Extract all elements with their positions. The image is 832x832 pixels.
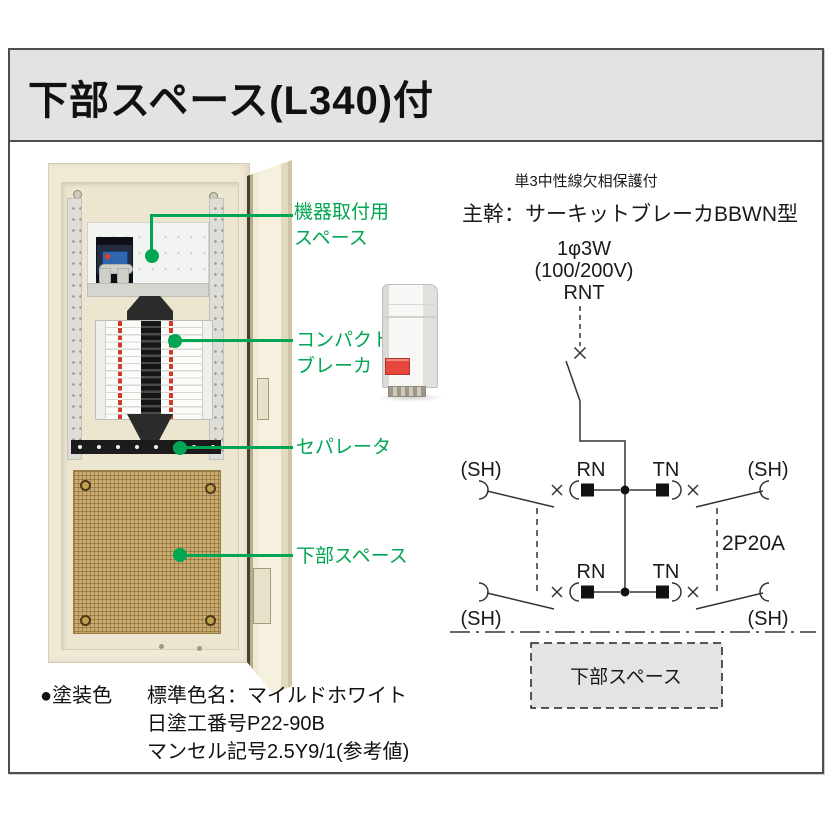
main-feed-lines (565, 306, 626, 592)
tn-terminal-square (656, 585, 669, 599)
array-side-plate (202, 321, 212, 419)
lower-space-box-label: 下部スペース (570, 666, 682, 688)
breaker-indicator (105, 254, 110, 259)
circuit-diagram: 単3中性線欠相保護付 主幹：サーキットブレーカBBWN型 1φ3W (100/2… (450, 173, 816, 709)
leader-dot (168, 334, 182, 348)
rn-terminal-square (581, 483, 594, 497)
compact-breaker-photo (376, 280, 444, 402)
paint-color-number: 日塗工番号P22-90B (147, 713, 325, 735)
rn-label: RN (577, 459, 606, 481)
junction-dot (620, 485, 630, 495)
annotation-line2: スペース (294, 228, 368, 249)
branch-rating-label: 2P20A (722, 532, 785, 555)
leader-line (150, 214, 293, 217)
compact-breaker-array (95, 320, 213, 420)
panel-cabinet-illustration (48, 163, 250, 663)
breaker-seam (382, 304, 438, 305)
leader-line (175, 339, 293, 342)
annotation-line1: コンパクト (296, 330, 392, 351)
cabinet-door-open (247, 160, 292, 694)
branch-row-2 (478, 582, 770, 610)
breaker-terminal-band (97, 238, 132, 245)
page-header (8, 48, 824, 142)
wiring-duct (87, 283, 209, 297)
main-breaker-illustration (96, 237, 133, 283)
breaker-terminal-band (97, 274, 132, 282)
breaker-seam (382, 316, 438, 318)
tn-label: TN (653, 459, 680, 481)
page-title: 下部スペース(L340)付 (28, 79, 435, 123)
annotation-line1: 下部スペース (296, 546, 408, 567)
tn-terminal-square (656, 483, 669, 497)
annotation-line1: セパレータ (296, 437, 392, 458)
rn-terminal-square (581, 585, 594, 599)
paint-color-heading: ●塗装色 (40, 685, 113, 707)
paint-munsell-code: マンセル記号2.5Y9/1(参考値) (147, 741, 410, 763)
leader-line (150, 214, 153, 252)
leader-line (180, 446, 293, 449)
annotation-line1: 機器取付用 (294, 202, 390, 223)
supply-code-label: RNT (563, 282, 604, 304)
sh-label: (SH) (460, 459, 501, 481)
sh-label: (SH) (747, 459, 788, 481)
mounting-rail-left (67, 198, 82, 460)
board-screw-icon (205, 483, 216, 494)
board-screw-icon (205, 615, 216, 626)
board-screw-icon (80, 480, 91, 491)
photo-shadow (376, 393, 444, 402)
lower-space-box (530, 642, 723, 709)
rn-label: RN (577, 561, 606, 583)
leader-dot (145, 249, 159, 263)
protection-note-label: 単3中性線欠相保護付 (514, 173, 657, 190)
annotation-lower-space: 下部スペース (296, 544, 408, 570)
board-screw-icon (80, 615, 91, 626)
paint-color-name: 標準色名：マイルドホワイト (147, 685, 407, 707)
branch-group-dashed-lines (536, 508, 718, 592)
annotation-line2: ブレーカ (296, 356, 373, 377)
leader-dot (173, 548, 187, 562)
sh-label: (SH) (747, 608, 788, 630)
supply-phase-label: 1φ3W (557, 238, 611, 260)
center-busbar-column (141, 321, 161, 419)
breaker-terminals (388, 386, 426, 397)
annotation-compact-breaker: コンパクトブレーカ (296, 328, 391, 380)
breaker-red-stripe-column (118, 321, 122, 419)
breaker-red-stripe-column (169, 321, 173, 419)
breaker-switch-red (385, 358, 410, 375)
annotation-separator: セパレータ (296, 435, 391, 461)
array-side-plate (96, 321, 106, 419)
lower-space-board (73, 470, 221, 634)
screw-icon (197, 646, 202, 651)
annotation-equipment-space: 機器取付用スペース (294, 200, 389, 252)
junction-dot (620, 587, 630, 597)
screw-icon (159, 644, 164, 649)
tn-label: TN (653, 561, 680, 583)
branch-row-1 (478, 480, 770, 508)
leader-line (180, 554, 293, 557)
main-breaker-label: 主幹：サーキットブレーカBBWN型 (462, 203, 798, 226)
leader-dot (173, 441, 187, 455)
door-latch (257, 378, 269, 420)
supply-voltage-label: (100/200V) (535, 260, 634, 282)
door-lock (253, 568, 271, 624)
sh-label: (SH) (460, 608, 501, 630)
